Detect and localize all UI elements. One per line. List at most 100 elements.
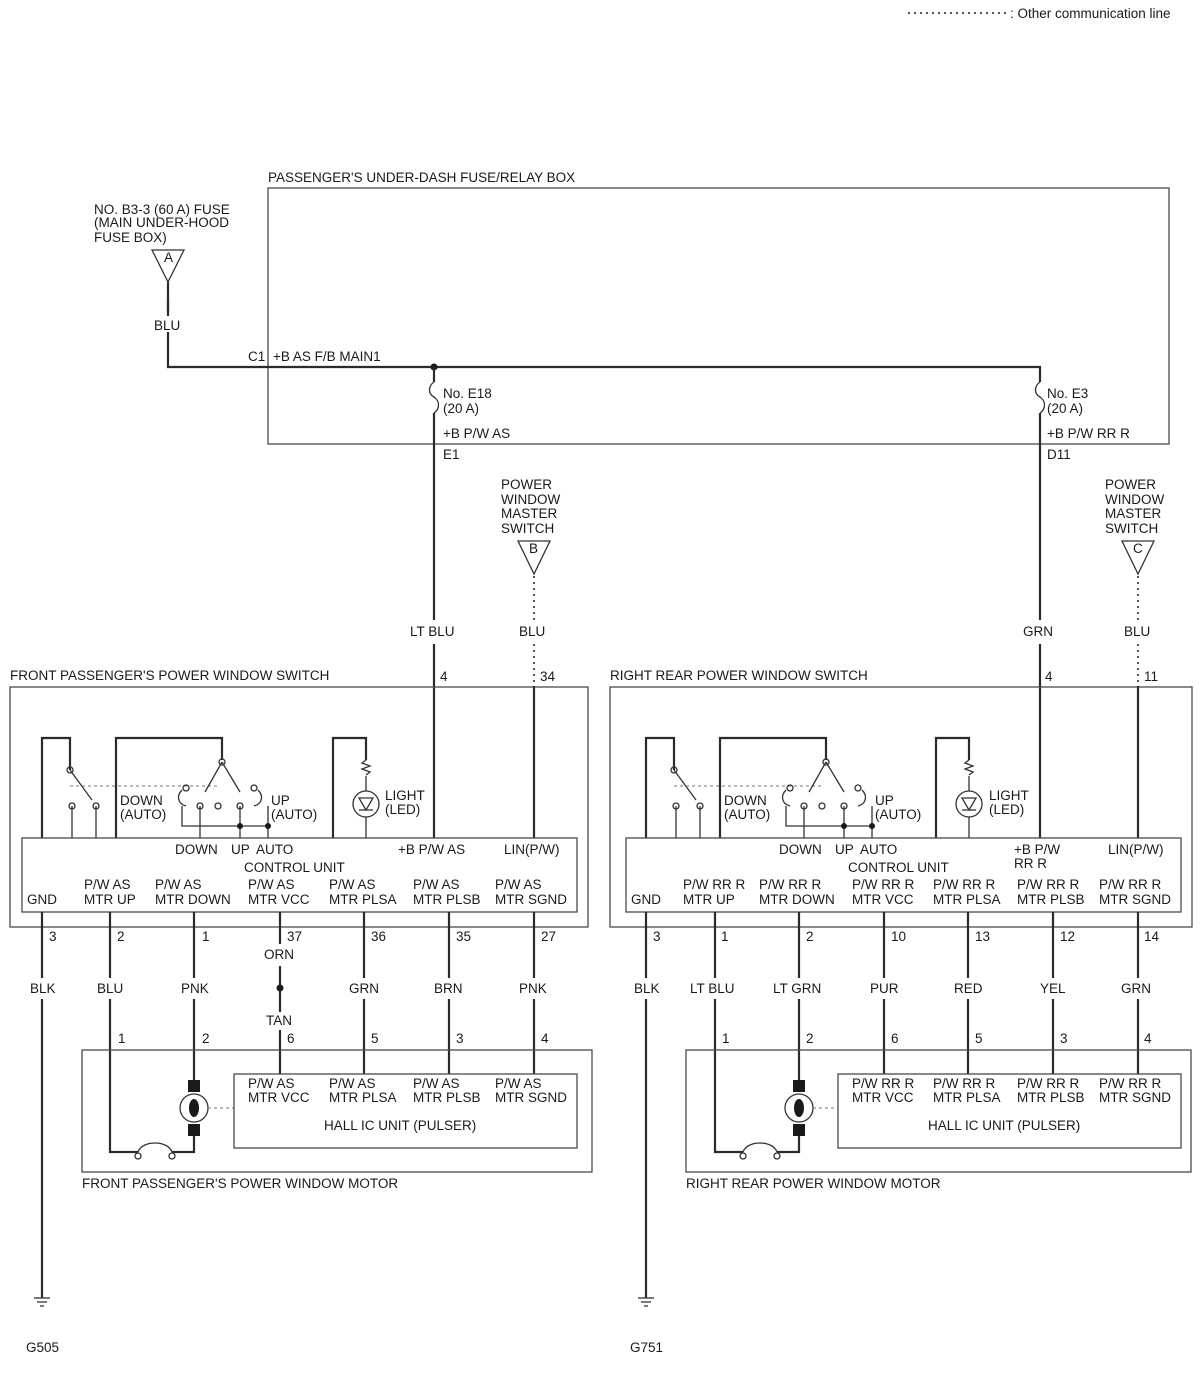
rear-window-switch: RIGHT REAR POWER WINDOW SWITCH 4 11 DOWN… — [609, 668, 1193, 928]
rear-terminal-mtr-sgnd-1: P/W RR R — [1099, 877, 1161, 892]
fuse-e3-rating: (20 A) — [1047, 401, 1083, 416]
source-b-line-2: WINDOW — [501, 492, 560, 507]
front-circuit-breaker-icon — [137, 1142, 173, 1153]
rear-motor-pin-1: 1 — [722, 1031, 730, 1046]
source-a: NO. B3-3 (60 A) FUSE (MAIN UNDER-HOOD FU… — [94, 202, 230, 333]
front-auto-feed-wire — [114, 736, 224, 838]
fuse-e18-rating: (20 A) — [443, 401, 479, 416]
rear-circuit-breaker-icon — [742, 1142, 778, 1153]
front-up-wire-lower — [108, 999, 138, 1154]
front-terminal-mtr-plsb-1: P/W AS — [413, 877, 460, 892]
rear-up-wire-lower — [713, 999, 743, 1154]
front-motor-pin-3: 3 — [456, 1031, 464, 1046]
front-motor-lower-wire — [172, 1136, 196, 1154]
front-hall-vcc-2: MTR VCC — [248, 1090, 310, 1105]
rear-terminal-mtr-vcc-2: MTR VCC — [852, 892, 914, 907]
rear-switch-pin-sgnd: 14 — [1144, 929, 1160, 944]
source-b-line-4: SWITCH — [501, 521, 554, 536]
front-auto-junction-1 — [237, 823, 243, 829]
rear-hall-vcc-1: P/W RR R — [852, 1076, 914, 1091]
source-a-line-3: FUSE BOX) — [94, 230, 167, 245]
front-light-label-1: LIGHT — [385, 788, 425, 803]
front-auto-bus — [181, 806, 269, 827]
front-wire-color-gnd: BLK — [30, 981, 56, 996]
front-light-resistor — [360, 759, 372, 776]
front-auto-pivot — [218, 758, 226, 766]
source-c-letter: C — [1133, 541, 1143, 556]
front-hall-plsb-2: MTR PLSB — [413, 1090, 481, 1105]
rear-lin-pin: 11 — [1144, 669, 1158, 684]
rear-control-unit-label: CONTROL UNIT — [848, 860, 949, 875]
rear-up-auto-label-1: UP — [875, 793, 894, 808]
rear-terminal-mtr-plsa-1: P/W RR R — [933, 877, 995, 892]
rear-auto-center-contact — [818, 802, 826, 810]
rear-auto-junction-2 — [869, 823, 875, 829]
fuse-e3-number: No. E3 — [1047, 386, 1088, 401]
source-a-wire-color: BLU — [154, 318, 180, 333]
source-c-wire-color: BLU — [1124, 624, 1150, 639]
front-power-terminal: +B P/W AS — [398, 842, 465, 857]
source-a-label-bg — [150, 316, 186, 332]
front-down-terminal: DOWN — [175, 842, 218, 857]
rear-down-auto-arc — [781, 789, 791, 807]
rear-up-auto-arc — [857, 789, 867, 807]
front-window-switch: FRONT PASSENGER'S POWER WINDOW SWITCH 4 … — [9, 668, 589, 928]
rear-window-motor: 1 2 6 5 3 4 P/W RR R MTR VCC P/W RR R MT… — [685, 1031, 1192, 1191]
rear-motor-lower-wire — [777, 1136, 801, 1154]
rear-up-terminal: UP — [835, 842, 854, 857]
front-down-contact — [69, 769, 93, 801]
rear-motor-title: RIGHT REAR POWER WINDOW MOTOR — [686, 1176, 941, 1191]
source-a-line-1: NO. B3-3 (60 A) FUSE — [94, 202, 230, 217]
front-switch-title: FRONT PASSENGER'S POWER WINDOW SWITCH — [10, 668, 329, 683]
rear-motor-armature — [794, 1099, 804, 1117]
connector-e1-label: E1 — [443, 447, 460, 462]
rear-auto-up-blade — [825, 761, 845, 793]
rear-terminal-mtr-down-1: P/W RR R — [759, 877, 821, 892]
front-hall-sgnd-1: P/W AS — [495, 1076, 542, 1091]
source-b-line-3: MASTER — [501, 506, 558, 521]
connector-d11-label: D11 — [1047, 447, 1071, 462]
source-a-line-2: (MAIN UNDER-HOOD — [94, 215, 229, 230]
source-b-line-1: POWER — [501, 477, 552, 492]
front-switch-pin-gnd: 3 — [49, 929, 57, 944]
rear-down-contact — [673, 769, 697, 801]
front-motor-brush-top — [188, 1080, 200, 1092]
rear-motor-pin-5: 5 — [975, 1031, 983, 1046]
rear-light-feed-wire — [934, 736, 971, 838]
front-light-feed-wire — [331, 736, 368, 838]
rear-hall-ic-unit — [837, 1073, 1182, 1149]
front-down-auto-label-2: (AUTO) — [120, 807, 166, 822]
front-down-auto-contact-1 — [182, 784, 190, 792]
front-wire-color-vcc-upper: ORN — [264, 947, 294, 962]
source-c-line-3: MASTER — [1105, 506, 1162, 521]
rear-switch-pin-vcc: 10 — [891, 929, 906, 944]
front-hall-plsa-2: MTR PLSA — [329, 1090, 397, 1105]
rear-terminal-mtr-up-2: MTR UP — [683, 892, 735, 907]
front-switch-pin-up: 2 — [117, 929, 125, 944]
rear-switch-pin-up: 1 — [721, 929, 729, 944]
rear-switch-title: RIGHT REAR POWER WINDOW SWITCH — [610, 668, 868, 683]
rear-hall-plsb-1: P/W RR R — [1017, 1076, 1079, 1091]
rear-hall-plsb-2: MTR PLSB — [1017, 1090, 1085, 1105]
rear-terminal-mtr-down-2: MTR DOWN — [759, 892, 835, 907]
front-auto-up-blade — [221, 761, 241, 793]
front-motor-armature — [189, 1099, 199, 1117]
rear-wire-color-down: LT GRN — [773, 981, 821, 996]
rear-light-label-1: LIGHT — [989, 788, 1029, 803]
front-motor-pin-2: 2 — [202, 1031, 210, 1046]
front-terminal-mtr-up-2: MTR UP — [84, 892, 136, 907]
front-gnd-terminal: GND — [27, 892, 57, 907]
rear-down-terminal: DOWN — [779, 842, 822, 857]
front-hall-vcc-1: P/W AS — [248, 1076, 295, 1091]
rear-ground: G751 — [630, 1297, 663, 1355]
rear-power-wire-color: GRN — [1023, 624, 1053, 639]
front-motor-outline — [81, 1049, 593, 1173]
front-auto-junction-2 — [265, 823, 271, 829]
source-c-line-1: POWER — [1105, 477, 1156, 492]
rear-down-contact-pivot — [670, 766, 678, 774]
front-down-auto-label-1: DOWN — [120, 793, 163, 808]
rear-down-auto-label-2: (AUTO) — [724, 807, 770, 822]
front-gnd-feed-wire — [40, 736, 72, 838]
front-motor-pin-4: 4 — [541, 1031, 549, 1046]
fuse-e18-symbol — [428, 381, 440, 414]
